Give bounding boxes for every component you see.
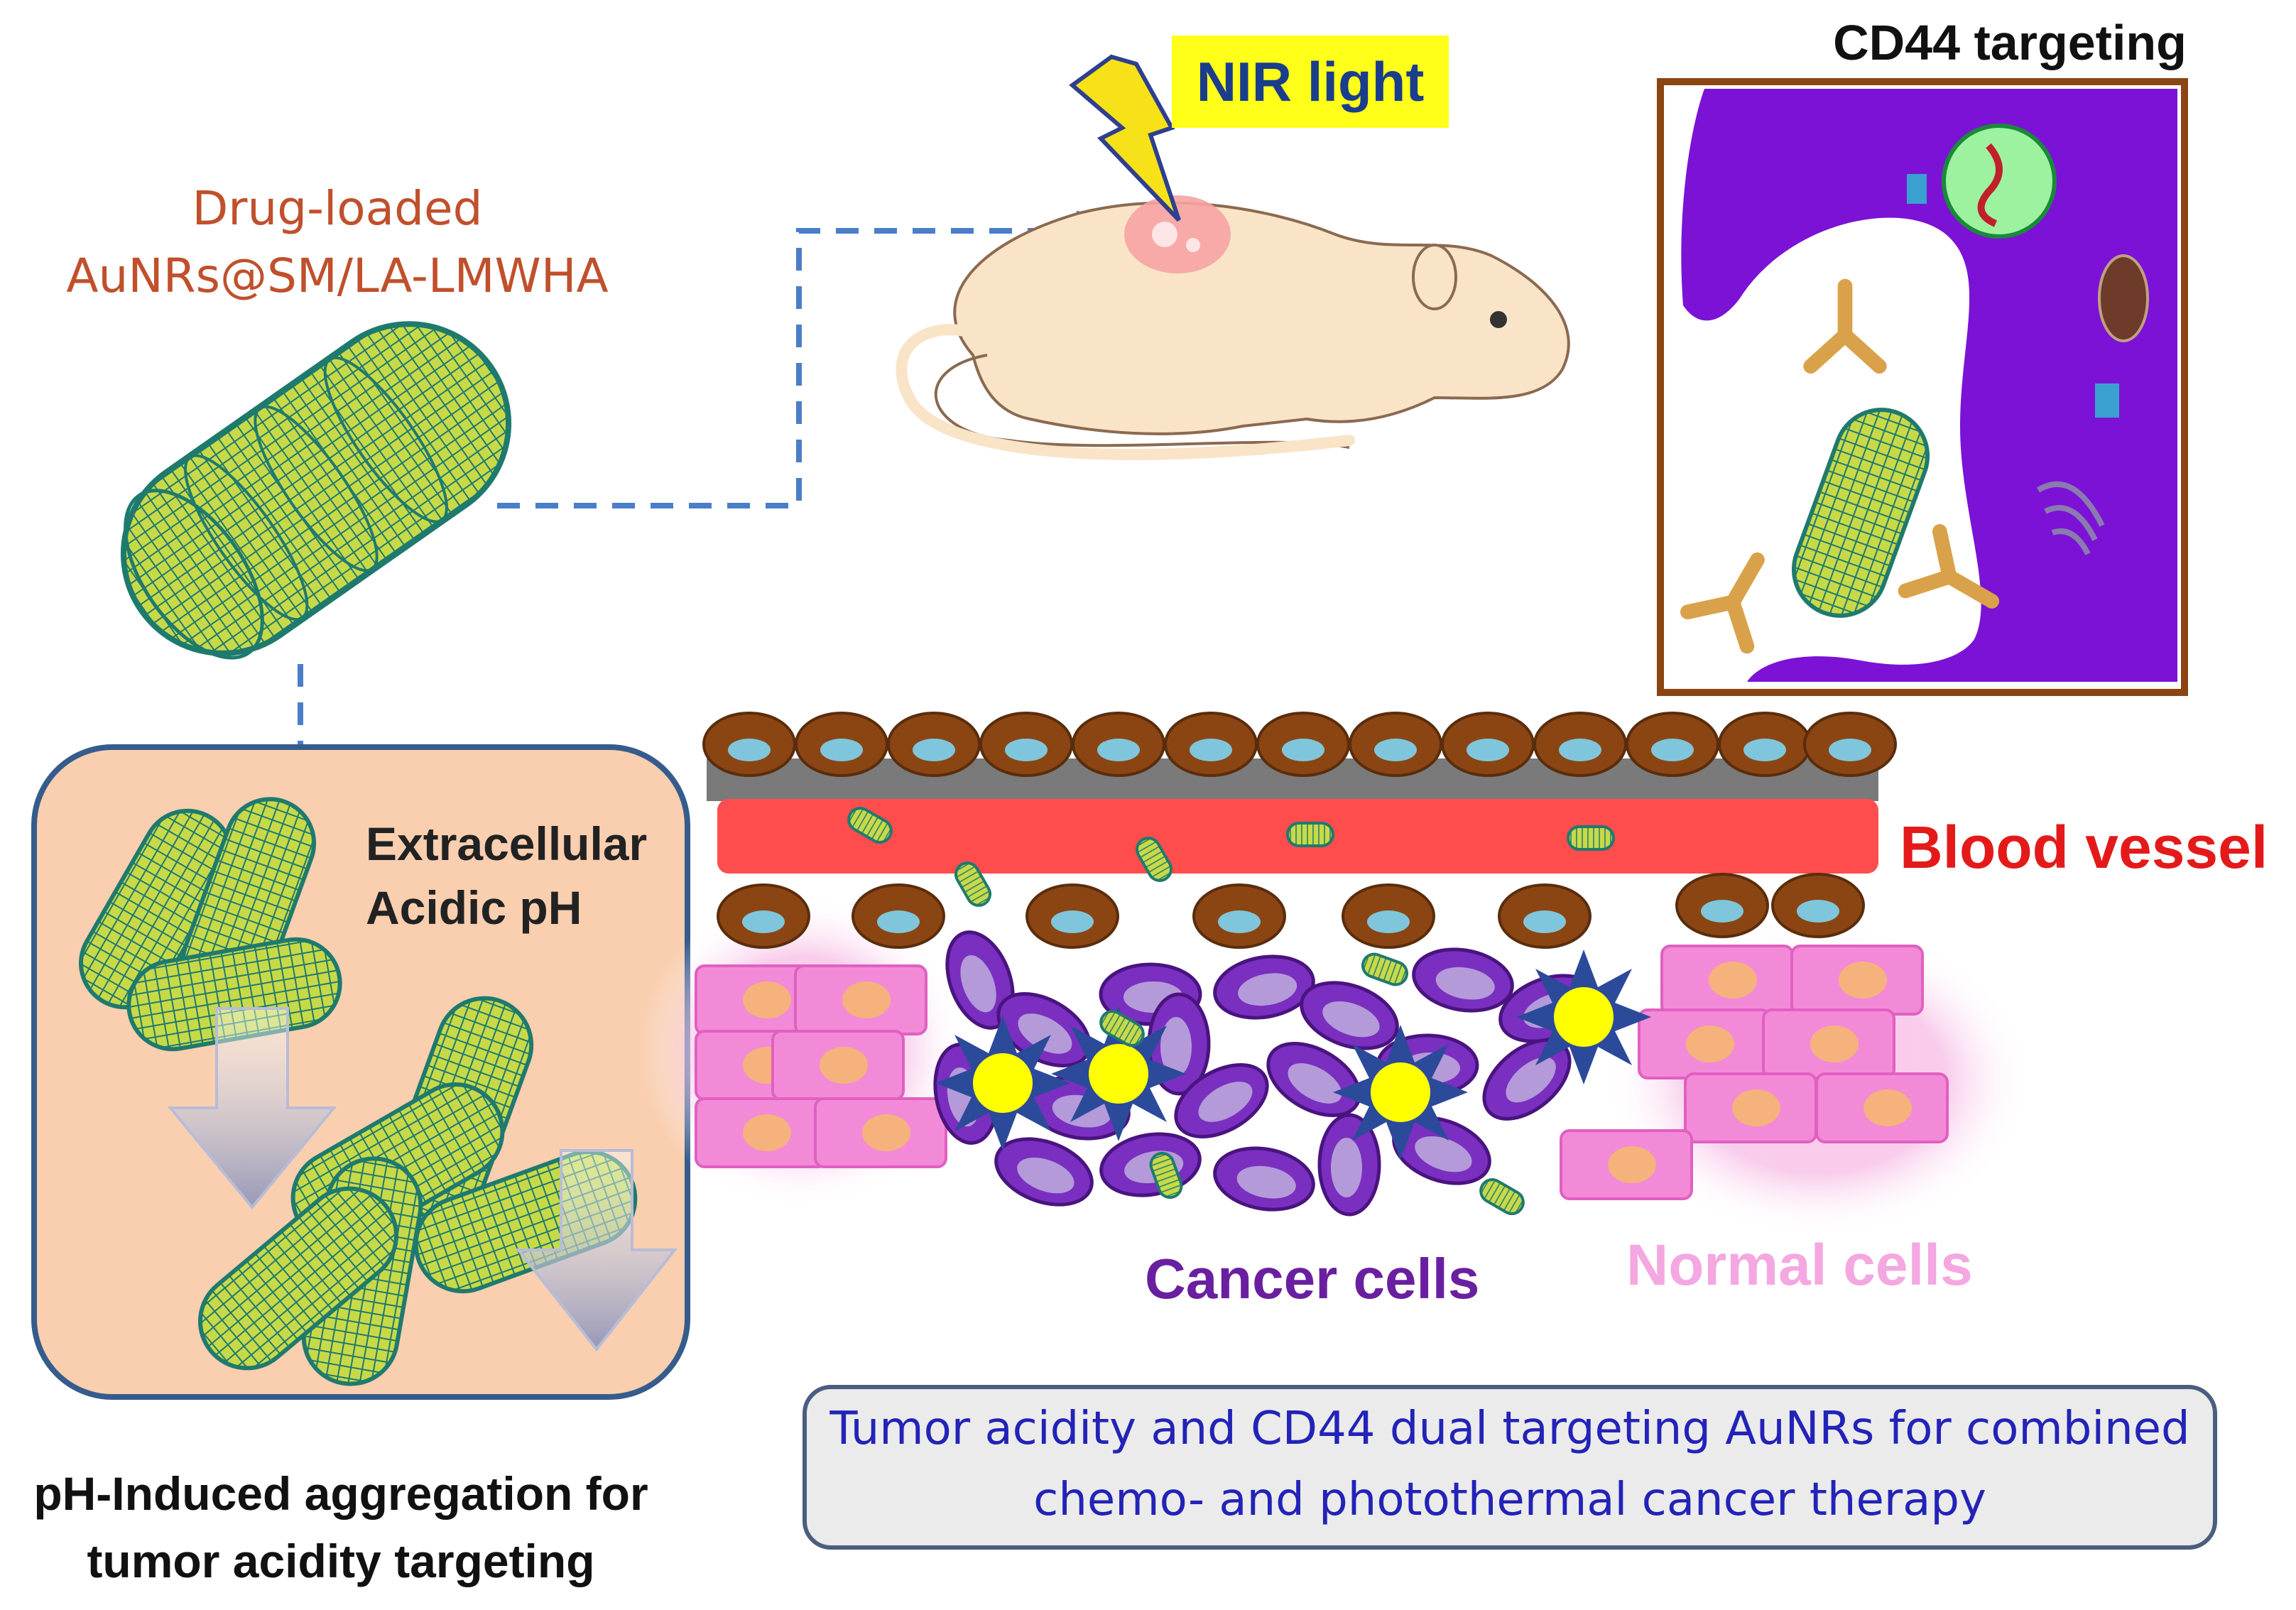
cd44-panel bbox=[1657, 78, 2188, 696]
drug-loaded-nanorod bbox=[120, 321, 512, 660]
drug-loaded-formula-label: AuNRs@SM/LA-LMWHA bbox=[66, 249, 609, 303]
drug-loaded-label: Drug-loaded bbox=[192, 181, 483, 236]
ph-aggregation-caption: pH-Induced aggregation for bbox=[33, 1467, 648, 1520]
mouse-illustration bbox=[896, 195, 1570, 460]
acidic-ph-label: Acidic pH bbox=[366, 881, 582, 934]
cd44-targeting-label: CD44 targeting bbox=[1833, 15, 2187, 70]
normal-cells-label: Normal cells bbox=[1626, 1233, 1973, 1298]
extracellular-label: Extracellular bbox=[366, 817, 648, 870]
endothelial-cells-bottom bbox=[717, 873, 1865, 949]
summary-box bbox=[802, 1385, 2217, 1550]
blood-vessel-label: Blood vessel bbox=[1900, 814, 2268, 881]
cancer-cells-label: Cancer cells bbox=[1145, 1247, 1480, 1310]
ph-aggregation-caption-line2: tumor acidity targeting bbox=[87, 1535, 595, 1587]
summary-text-line1: Tumor acidity and CD44 dual targeting Au… bbox=[829, 1403, 2190, 1455]
nir-light-label: NIR light bbox=[1172, 36, 1449, 128]
down-arrow-icon bbox=[167, 1007, 337, 1210]
acidic-ph-panel bbox=[31, 744, 690, 1400]
dashed-connectors bbox=[298, 228, 1083, 747]
summary-text-line2: chemo- and photothermal cancer therapy bbox=[1033, 1474, 1986, 1526]
lightning-bolt-icon bbox=[1069, 54, 1181, 222]
down-arrow-icon bbox=[515, 1149, 678, 1352]
